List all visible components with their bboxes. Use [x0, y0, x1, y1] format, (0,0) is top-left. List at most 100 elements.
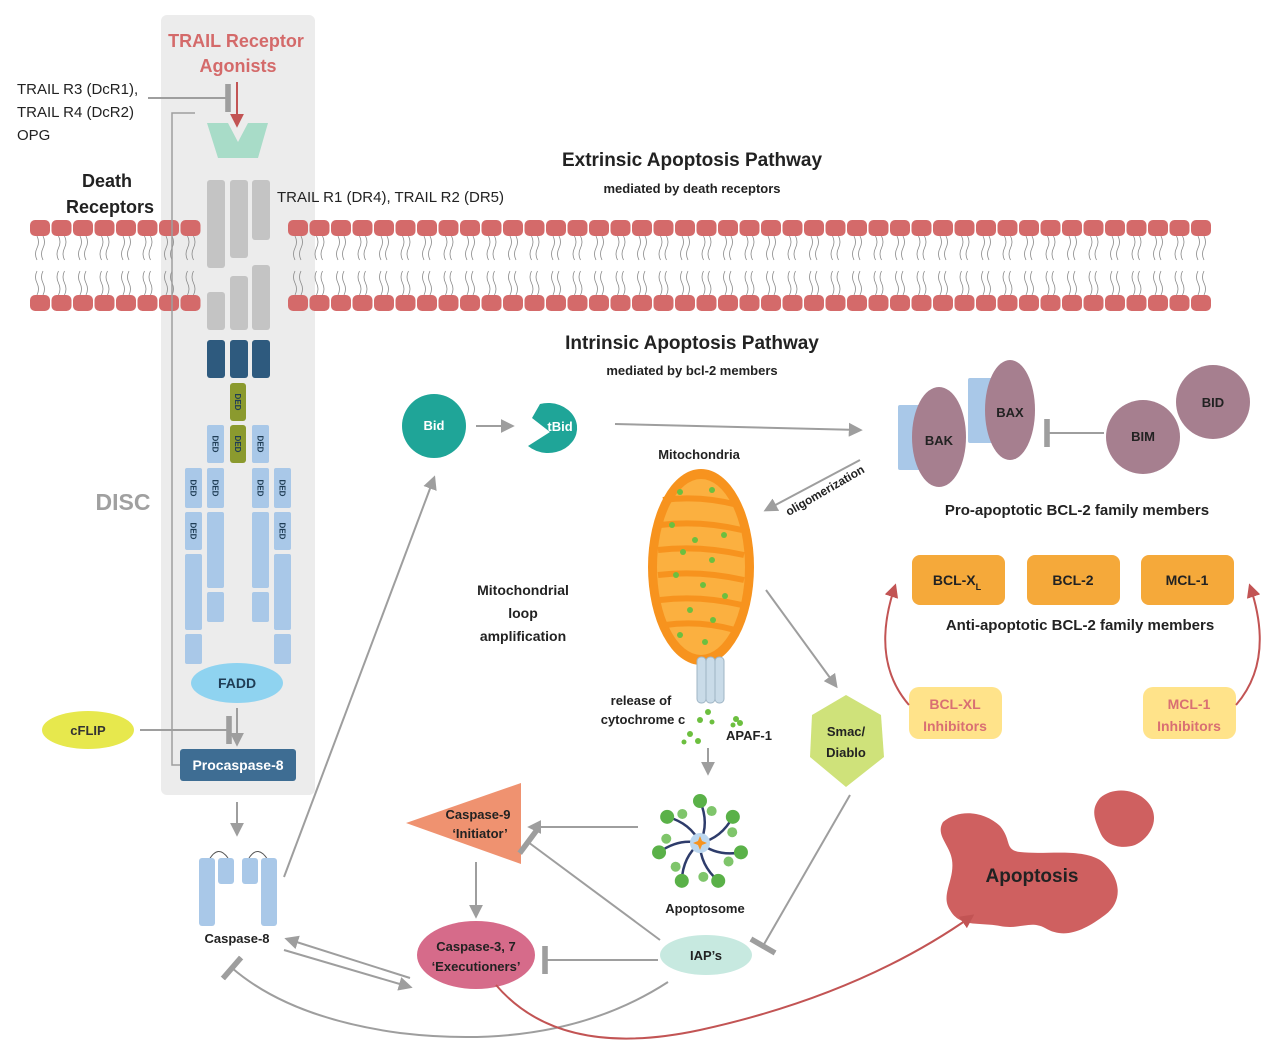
lipid-tail — [1196, 235, 1200, 261]
lipid-tail — [1002, 235, 1007, 261]
ded-domain — [185, 512, 202, 550]
lipid-tail — [62, 235, 67, 261]
lipid-tail — [944, 235, 948, 261]
lipid-tail — [78, 235, 82, 261]
lipid-tail — [772, 235, 776, 261]
lipid-tail — [686, 270, 690, 296]
ded-label: DED — [189, 480, 198, 497]
lipid-head — [847, 220, 867, 236]
lipid-tail — [594, 235, 598, 261]
lipid-tail — [1094, 270, 1099, 296]
lipid-tail — [922, 235, 927, 261]
lipid-tail — [127, 235, 131, 261]
lipid-tail — [551, 235, 555, 261]
lipid-tail — [787, 270, 792, 296]
lipid-head — [352, 295, 373, 311]
apoptosome-leaf — [733, 845, 748, 860]
apoptosome-leaf — [652, 845, 667, 860]
lipid-tail — [379, 270, 383, 296]
lipid-tail — [342, 270, 346, 296]
receptor-segment — [207, 180, 225, 268]
procaspase8-label: Procaspase-8 — [192, 757, 283, 773]
lipid-head — [890, 220, 910, 236]
caspase-chain — [185, 554, 202, 630]
lipid-tail — [99, 270, 104, 296]
lipid-tail — [406, 235, 411, 261]
lipid-head — [137, 220, 158, 236]
lipid-head — [417, 220, 437, 236]
caspase37-node — [417, 921, 535, 989]
tbid-to-bcl2-arrow — [614, 422, 863, 437]
lipid-head — [30, 295, 50, 311]
lipid-tail — [658, 235, 663, 261]
bid-node — [402, 394, 466, 458]
lipid-head — [309, 295, 330, 311]
lipid-tail — [578, 270, 583, 296]
lipid-head — [374, 295, 394, 311]
apoptosome-node — [652, 794, 748, 888]
fadd-label: FADD — [218, 675, 256, 691]
bid-label: Bid — [424, 418, 445, 433]
bax-label: BAX — [996, 405, 1024, 420]
lipid-head — [954, 295, 975, 311]
lipid-tail — [336, 235, 340, 261]
caspase8-to-bid-arrow — [283, 475, 437, 878]
lipid-tail — [514, 235, 518, 261]
lipid-head — [696, 295, 717, 311]
lipid-tail — [600, 270, 604, 296]
tbid-label: tBid — [547, 419, 572, 434]
lipid-tail — [1024, 270, 1028, 296]
lipid-head — [524, 220, 545, 236]
lipid-tail — [922, 270, 927, 296]
lipid-tail — [508, 235, 512, 261]
lipid-tail — [99, 235, 104, 261]
lipid-head — [481, 220, 502, 236]
lipid-head — [288, 295, 308, 311]
lipid-tail — [981, 235, 985, 261]
lipid-tail — [873, 235, 878, 261]
lipid-tail — [766, 235, 770, 261]
lipid-tail — [1202, 235, 1206, 261]
lipid-tail — [815, 270, 819, 296]
lipid-tail — [1008, 235, 1013, 261]
lipid-tail — [406, 270, 411, 296]
agonists-line1: TRAIL Receptor — [168, 31, 304, 51]
lipid-tail — [121, 235, 125, 261]
lipid-head — [567, 220, 588, 236]
cell-membrane — [30, 220, 1211, 311]
lipid-head — [395, 295, 416, 311]
lipid-tail — [508, 270, 512, 296]
lipid-tail — [342, 235, 346, 261]
ded-label: DED — [233, 394, 242, 411]
death-receptors-line2: Receptors — [66, 197, 154, 217]
death-domain — [207, 340, 225, 378]
lipid-head — [30, 220, 50, 236]
lipid-head — [51, 220, 72, 236]
lipid-tail — [965, 235, 970, 261]
disc-label: DISC — [96, 489, 151, 515]
lipid-tail — [1180, 270, 1185, 296]
lipid-tail — [879, 235, 884, 261]
lipid-tail — [858, 235, 862, 261]
lipid-head — [1169, 220, 1190, 236]
lipid-tail — [965, 270, 970, 296]
lipid-head — [460, 220, 480, 236]
lipid-tail — [535, 235, 540, 261]
lipid-tail — [422, 270, 426, 296]
lipid-head — [739, 295, 760, 311]
caspase9-node — [406, 783, 521, 864]
bak-label: BAK — [925, 433, 954, 448]
lipid-tail — [105, 270, 110, 296]
lipid-tail — [84, 235, 88, 261]
apaf1-label: APAF-1 — [726, 728, 772, 743]
lipid-head — [675, 220, 695, 236]
lipid-head — [1169, 295, 1190, 311]
lipid-tail — [686, 235, 690, 261]
lipid-tail — [185, 235, 190, 261]
lipid-tail — [535, 270, 540, 296]
lipid-head — [653, 220, 674, 236]
lipid-head — [782, 220, 803, 236]
lipid-head — [804, 295, 824, 311]
lipid-tail — [680, 235, 684, 261]
